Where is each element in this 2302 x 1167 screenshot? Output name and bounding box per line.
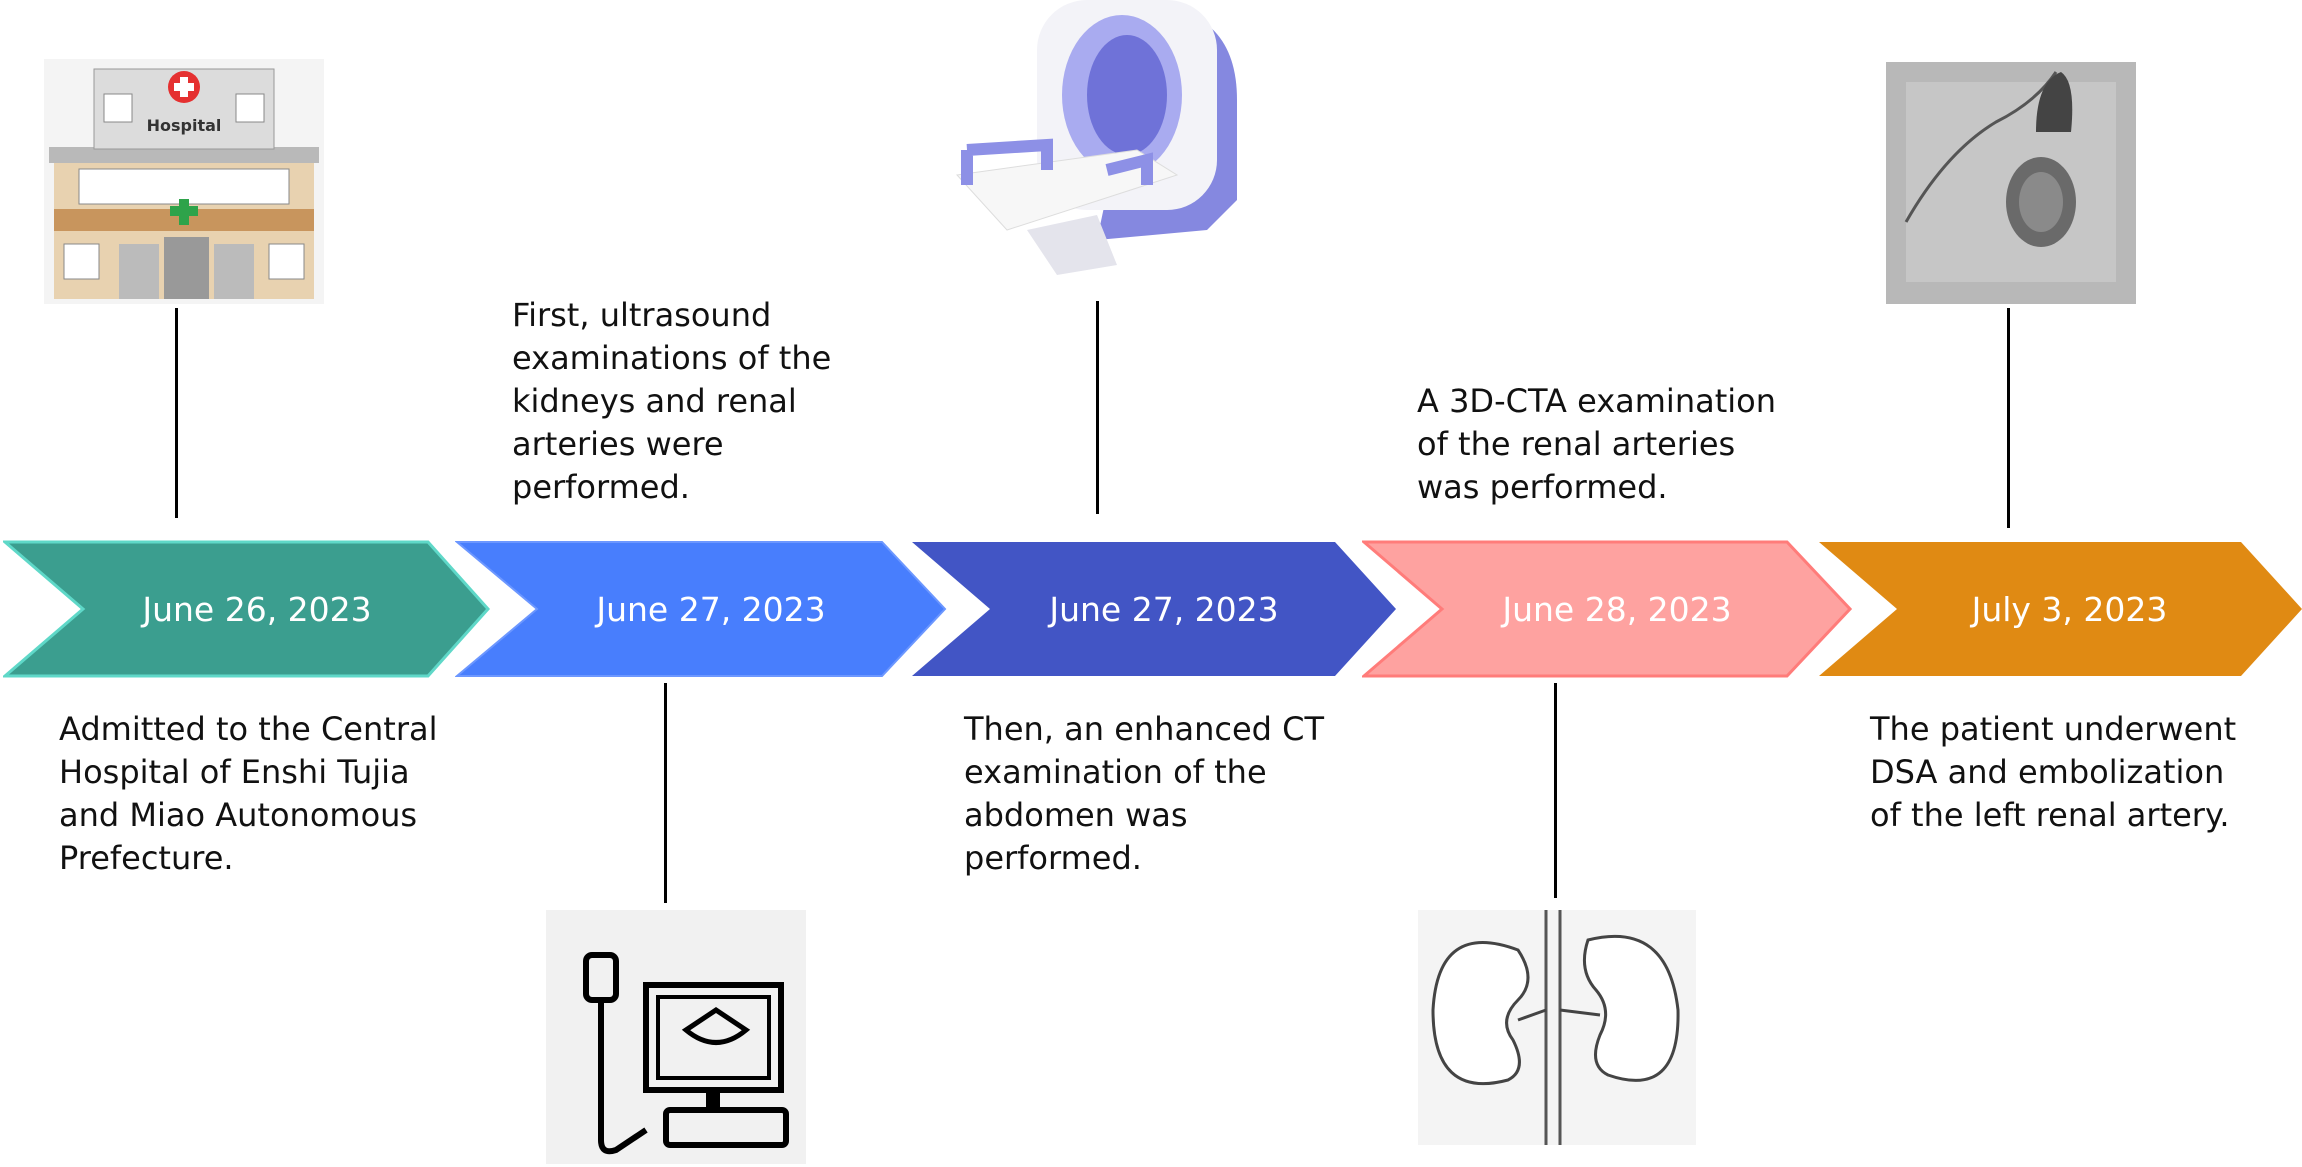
chevron-june-26: June 26, 2023 — [3, 540, 491, 678]
kidney-drawing — [1418, 910, 1696, 1145]
connector-line — [175, 308, 178, 518]
event-description: First, ultrasound examinations of the ki… — [512, 296, 832, 506]
date-label: June 27, 2023 — [596, 589, 826, 629]
chevron-june-27-a: June 27, 2023 — [455, 540, 947, 678]
event-description: Then, an enhanced CT examination of the … — [964, 710, 1324, 877]
connector-line — [2007, 308, 2010, 528]
chevron-june-27-b: June 27, 2023 — [910, 540, 1398, 678]
date-label: June 28, 2023 — [1502, 589, 1732, 629]
hospital-image: Hospital — [44, 59, 324, 304]
chevron-july-3: July 3, 2023 — [1817, 540, 2302, 678]
date-label: June 26, 2023 — [142, 589, 372, 629]
event-description: Admitted to the Central Hospital of Ensh… — [59, 710, 438, 877]
event-description: A 3D-CTA examination of the renal arteri… — [1417, 382, 1776, 506]
chevron-june-28: June 28, 2023 — [1362, 540, 1852, 678]
event-description: The patient underwent DSA and embolizati… — [1870, 710, 2237, 834]
hospital-sign-text: Hospital — [147, 116, 222, 135]
connector-line — [664, 683, 667, 903]
connector-line — [1096, 301, 1099, 514]
ct-scanner-image — [955, 0, 1237, 275]
ultrasound-machine-icon — [546, 910, 806, 1164]
date-label: July 3, 2023 — [1971, 589, 2168, 629]
dsa-angiogram-image — [1886, 62, 2136, 304]
connector-line — [1554, 683, 1557, 898]
date-label: June 27, 2023 — [1049, 589, 1279, 629]
